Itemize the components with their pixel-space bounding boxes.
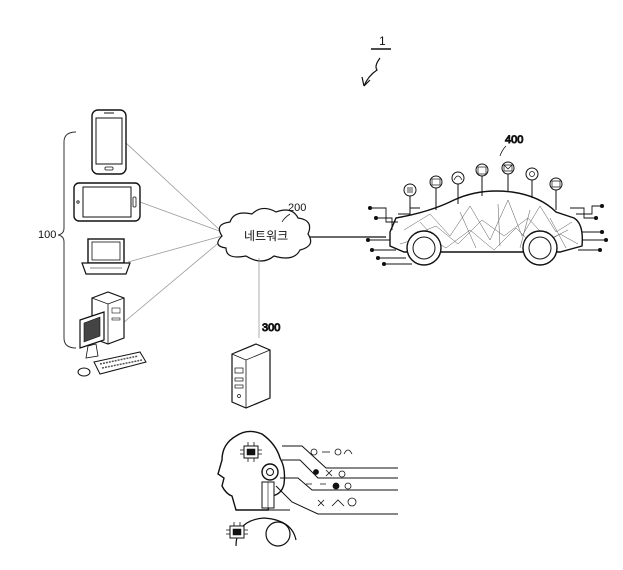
desktop-computer-icon (77, 291, 147, 377)
server-tower-icon: 300 (231, 322, 281, 409)
smartphone-icon (91, 109, 127, 175)
tablet-icon (73, 182, 141, 222)
server-ref-label: 300 (262, 322, 280, 334)
network-cloud: 네트워크 200 (217, 202, 312, 262)
devices-bracket: 100 (38, 131, 77, 349)
figure-ref-label: 1 (379, 34, 386, 48)
devices-ref-label: 100 (38, 229, 56, 241)
vehicle-ref-label: 400 (505, 134, 523, 146)
network-ref-label: 200 (288, 202, 306, 214)
figure-reference: 1 (361, 34, 391, 87)
network-label: 네트워크 (244, 229, 288, 243)
laptop-icon (81, 238, 131, 275)
device-connection-lines (122, 142, 223, 324)
ai-robot-head-icon (217, 430, 398, 547)
connected-car-icon: 400 (365, 134, 609, 267)
